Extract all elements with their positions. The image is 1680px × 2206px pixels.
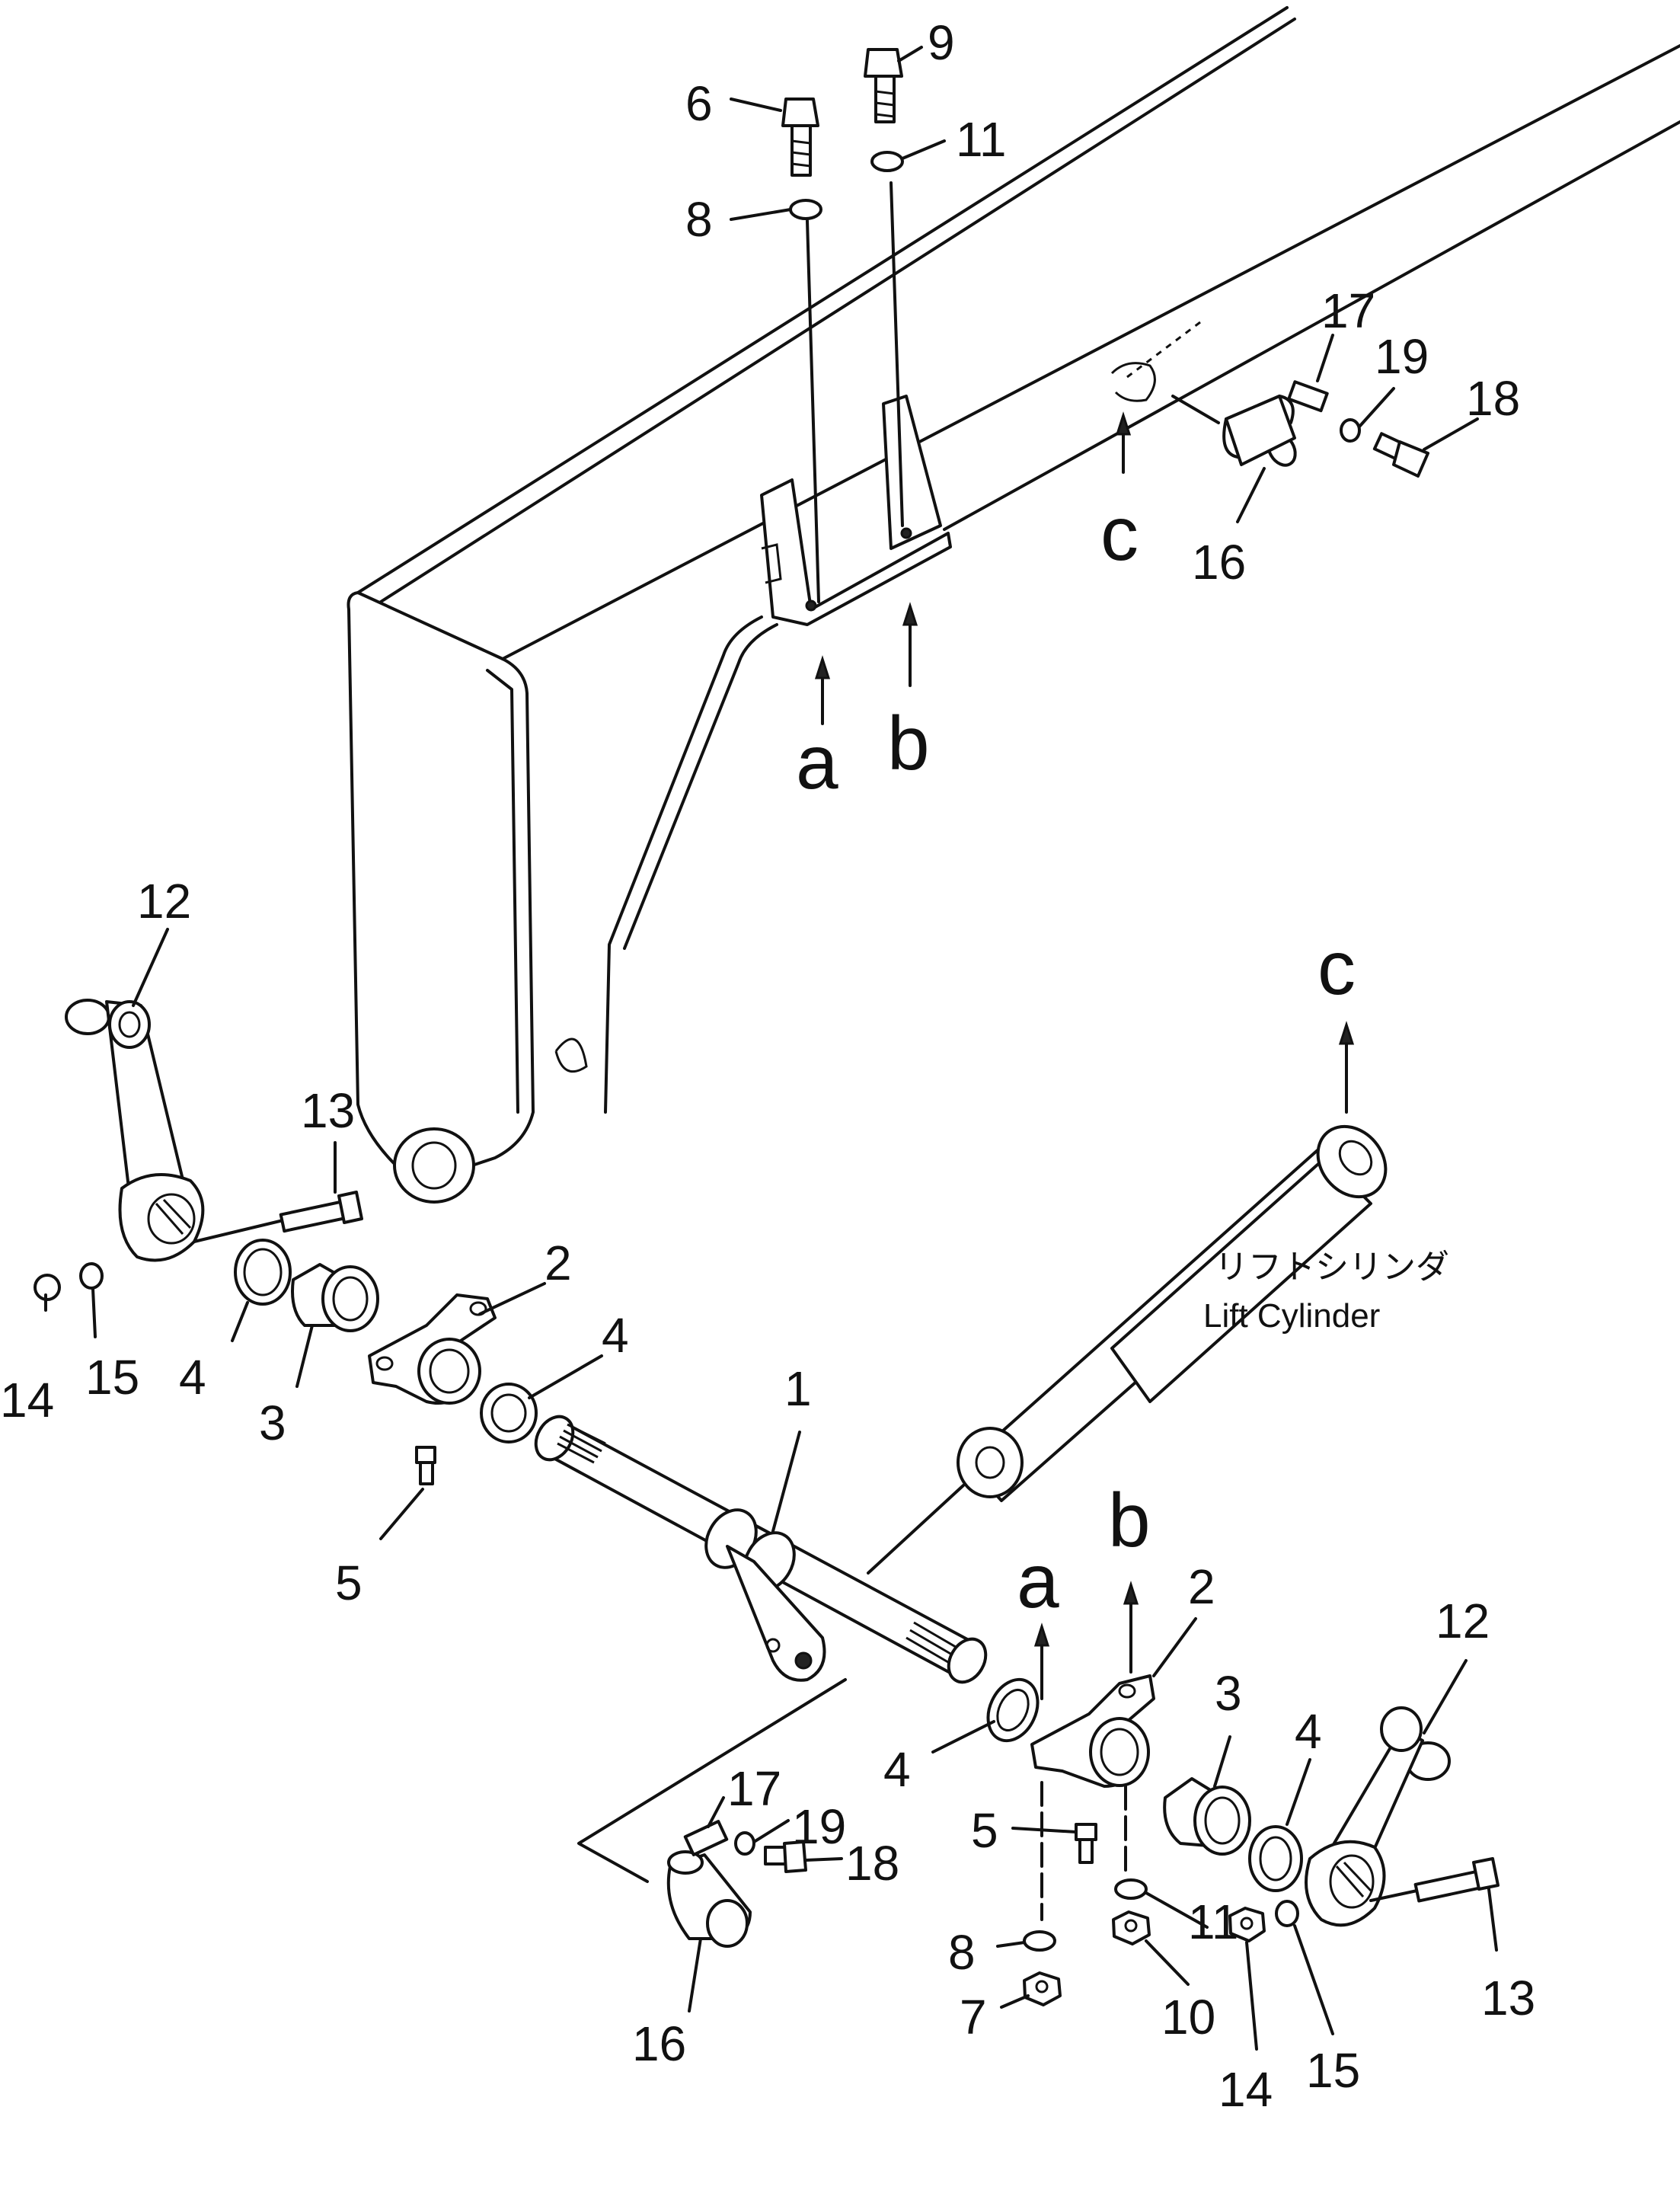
bracket-2-right [1030, 1674, 1155, 1788]
callout-12-right: 12 [1436, 1594, 1490, 1648]
callout-16-top: 16 [1192, 535, 1246, 590]
lever-12-right [1305, 1706, 1451, 1927]
pin-16-bottom [666, 1850, 752, 1948]
arrow-c-cylinder [1338, 1021, 1355, 1114]
arrow-b-bottom [1123, 1581, 1139, 1674]
callout-1: 1 [784, 1361, 812, 1416]
washer-19-top [1340, 418, 1361, 443]
plate-17-top [1287, 380, 1329, 413]
nut-10 [1112, 1910, 1151, 1945]
ref-c-top: c [1100, 491, 1139, 577]
seal-4-left-a [234, 1239, 292, 1306]
ref-b-top: b [887, 701, 930, 786]
callout-10: 10 [1161, 1990, 1215, 2045]
callout-5-left: 5 [335, 1555, 363, 1610]
callout-6: 6 [685, 76, 713, 131]
callout-2-left: 2 [545, 1236, 572, 1290]
callout-11-top: 11 [956, 112, 1006, 167]
callouts: 9 6 11 8 17 19 18 16 c a b 12 13 14 15 4… [0, 15, 1535, 2117]
callout-3-left: 3 [259, 1396, 286, 1450]
callout-14-left: 14 [0, 1373, 54, 1428]
washer-11-top [870, 151, 904, 172]
nut-14-right [1228, 1907, 1266, 1942]
callout-9: 9 [928, 15, 955, 70]
callout-17-bottom: 17 [727, 1761, 781, 1816]
ref-a-top: a [796, 720, 838, 805]
leader-lines [44, 46, 1498, 2051]
bolt-18-bottom [764, 1840, 807, 1873]
callout-15-left: 15 [85, 1350, 139, 1405]
callout-18-top: 18 [1466, 371, 1520, 426]
bracket-2-left [368, 1293, 497, 1405]
callout-11-bottom: 11 [1188, 1894, 1238, 1949]
washer-11-bottom [1114, 1878, 1148, 1900]
arrow-b-top [902, 602, 918, 687]
washer-15-left [79, 1262, 104, 1290]
washer-19-bottom [734, 1831, 755, 1856]
callout-7: 7 [960, 1990, 987, 2045]
seal-4-right-a [986, 1677, 1040, 1743]
callout-2-right: 2 [1188, 1559, 1215, 1614]
arrow-a-top [814, 655, 831, 725]
callout-4-right-b: 4 [1295, 1704, 1322, 1759]
seal-4-right-b [1248, 1825, 1303, 1892]
ref-b-bottom: b [1108, 1478, 1151, 1563]
callout-19-top: 19 [1375, 329, 1429, 384]
grease-fitting-5-left [415, 1446, 436, 1485]
lift-cylinder [867, 1124, 1388, 1575]
callout-14-right: 14 [1218, 2062, 1273, 2117]
bolt-13-right [1413, 1857, 1500, 1903]
bushing-3-right [1163, 1777, 1251, 1856]
callout-19-bottom: 19 [792, 1799, 846, 1854]
seal-4-left-b [480, 1383, 538, 1443]
callout-4-right-a: 4 [883, 1742, 911, 1797]
boss-c-top [1110, 318, 1220, 424]
callout-3-right: 3 [1215, 1666, 1242, 1721]
cylinder-label-en: Lift Cylinder [1203, 1297, 1380, 1335]
bolt-13-left [279, 1191, 363, 1233]
callout-12-left: 12 [137, 874, 191, 929]
pin-16-top [1222, 395, 1297, 467]
callout-18-bottom: 18 [845, 1836, 899, 1891]
callout-4-left-b: 4 [602, 1308, 629, 1363]
callout-5-right: 5 [971, 1803, 998, 1858]
lever-12-left [65, 999, 205, 1262]
washer-8-top [789, 199, 822, 220]
ref-c-cylinder: c [1317, 926, 1356, 1011]
arrow-a-bottom [1033, 1623, 1050, 1700]
callout-17-top: 17 [1321, 283, 1375, 338]
callout-16-bottom: 16 [632, 2016, 686, 2071]
arrow-c-top [1115, 411, 1132, 474]
bolt-6 [781, 98, 819, 177]
ref-a-bottom: a [1017, 1539, 1059, 1624]
callout-8-top: 8 [685, 192, 713, 247]
bolt-18-top [1372, 432, 1429, 478]
grease-fitting-5-right [1075, 1823, 1097, 1864]
boom-frame [347, 6, 1680, 1204]
washer-8-bottom [1023, 1930, 1056, 1952]
callout-13-right: 13 [1481, 1971, 1535, 2025]
callout-13-left: 13 [301, 1083, 355, 1138]
callout-8-bottom: 8 [948, 1925, 976, 1980]
washer-15-right [1275, 1900, 1299, 1927]
cylinder-label-jp: リフトシリンダ [1215, 1248, 1449, 1286]
shaft-1 [534, 1415, 988, 1684]
callout-15-right: 15 [1306, 2043, 1360, 2098]
plate-17-bottom [683, 1820, 729, 1856]
bolt-9 [864, 48, 903, 123]
bushing-3-left [291, 1263, 379, 1332]
nut-7 [1023, 1971, 1062, 2006]
boom-bracket [760, 395, 952, 626]
callout-4-left-a: 4 [179, 1350, 206, 1405]
